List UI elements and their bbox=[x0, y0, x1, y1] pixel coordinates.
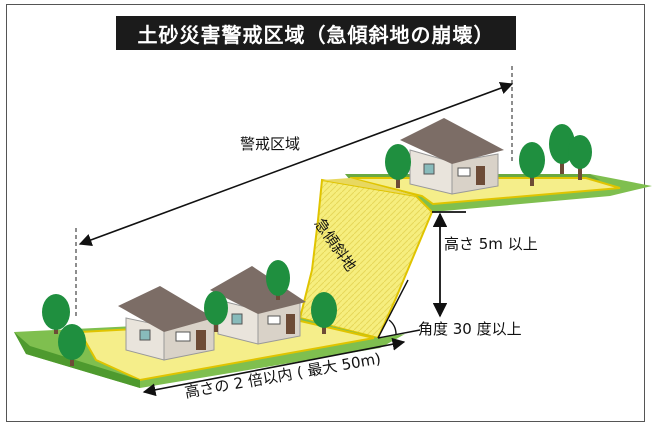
tree-icon bbox=[266, 260, 290, 300]
height-arrow bbox=[432, 211, 466, 318]
house-lower-left bbox=[118, 286, 215, 361]
height-label: 高さ 5m 以上 bbox=[444, 235, 538, 253]
angle-label: 角度 30 度以上 bbox=[418, 320, 522, 338]
tree-icon bbox=[568, 135, 592, 180]
diagram-title: 土砂災害警戒区域（急傾斜地の崩壊） bbox=[116, 16, 516, 50]
house-upper bbox=[400, 118, 504, 195]
tree-icon bbox=[42, 294, 70, 334]
house-lower-right bbox=[210, 266, 306, 345]
width-arrow bbox=[142, 337, 406, 397]
tree-icon bbox=[311, 292, 337, 334]
angle-marker bbox=[377, 279, 421, 339]
tree-icon bbox=[519, 142, 545, 186]
tree-icon bbox=[58, 324, 86, 366]
tree-icon bbox=[204, 291, 228, 332]
warning-zone-arrow bbox=[78, 81, 514, 247]
warning-zone-label: 警戒区域 bbox=[240, 135, 301, 153]
